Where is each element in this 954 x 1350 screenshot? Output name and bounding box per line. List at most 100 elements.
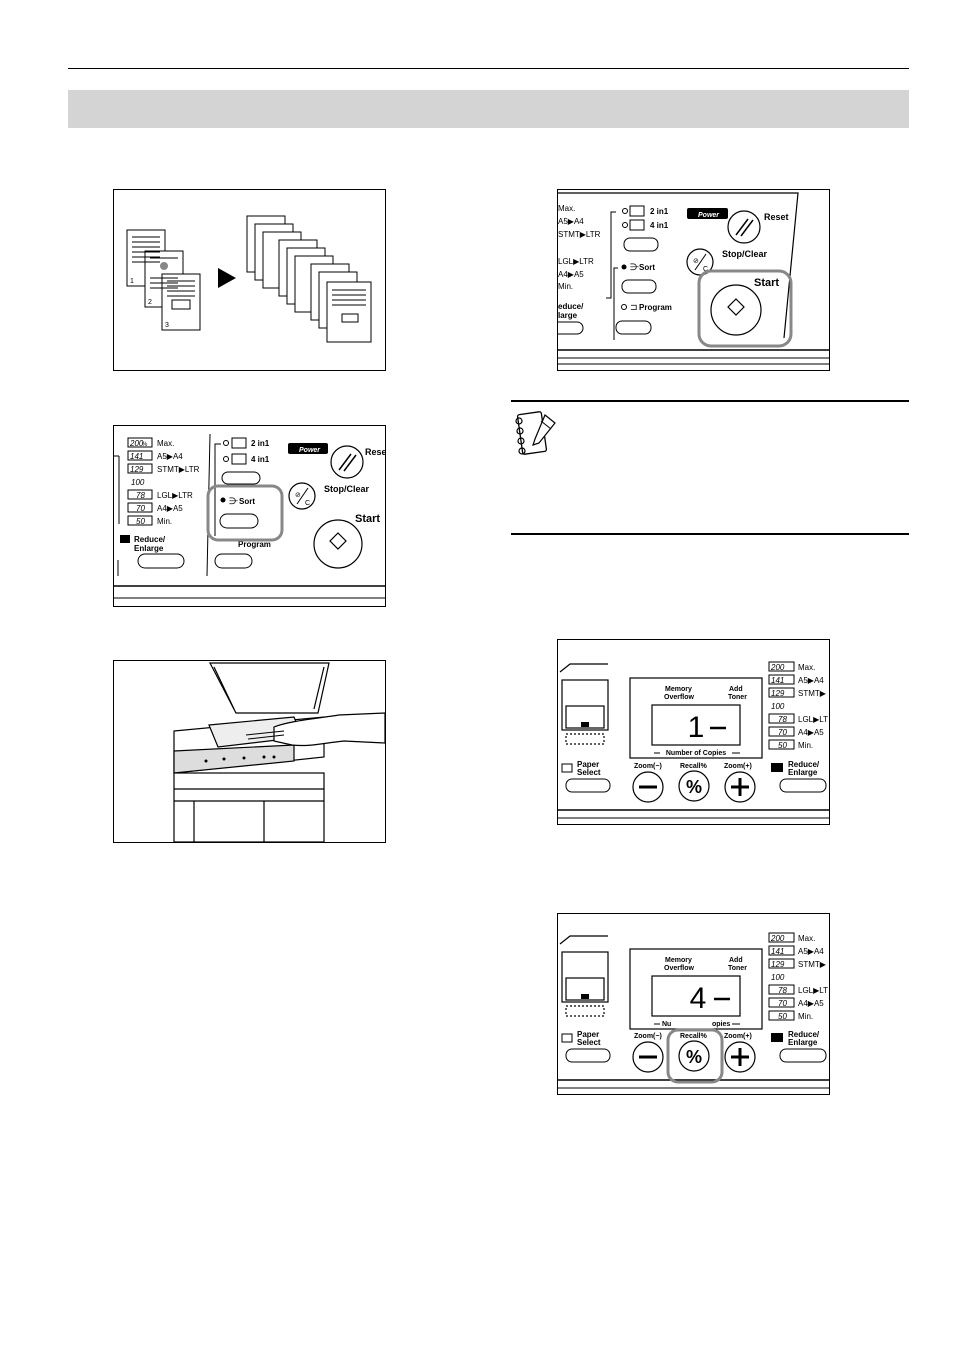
tray-icon [581, 994, 589, 999]
memory-label-1: Memory [665, 686, 692, 693]
page-mark-1: 1 [130, 278, 134, 285]
paper-select-button[interactable] [565, 778, 611, 793]
copies-label-partial-end: opies [712, 1021, 730, 1028]
panel-sort-figure: 200 % Max. 141 A5▶A4 129 STMT▶LTR 100 78… [113, 425, 386, 607]
stop-clear-label: Stop/Clear [324, 484, 370, 494]
page-mark-3: 3 [165, 322, 169, 329]
indicator-4in1 [622, 222, 628, 228]
a4a5-label: A4▶A5 [558, 270, 584, 279]
sort-indicator [220, 497, 226, 503]
size-pct-129: 129 [771, 960, 785, 969]
stop-icon: ⊘ [693, 258, 699, 265]
tray-icon [581, 722, 589, 727]
paper-select-button[interactable] [565, 1048, 611, 1063]
zoom-plus-label: Zoom(+) [724, 763, 752, 770]
memory-label-2: Overflow [664, 965, 695, 972]
program-button[interactable] [214, 553, 253, 569]
clear-icon: C [703, 266, 708, 273]
paper-label-1: Paper [577, 1030, 599, 1039]
size-pct-78: 78 [136, 491, 145, 500]
zoom-plus-button[interactable] [724, 771, 756, 803]
power-label: Power [698, 212, 720, 219]
page-mark-2: 2 [148, 299, 152, 306]
four-in-one-label: 4 in1 [650, 221, 669, 230]
reduce-enlarge-icon [771, 763, 783, 772]
start-button[interactable] [710, 284, 762, 336]
stop-clear-button[interactable] [686, 248, 714, 276]
start-highlight [697, 269, 793, 348]
two-in-one-label: 2 in1 [650, 207, 669, 216]
indicator-2in1 [223, 440, 229, 446]
size-label-a5a4: A5▶A4 [798, 676, 824, 685]
size-pct-141: 141 [771, 947, 784, 956]
toner-label-1: Add [729, 957, 743, 964]
display-figure-1: Memory Overflow Add Toner 1 Number of Co… [557, 639, 830, 825]
recall-label: Recall% [680, 1033, 708, 1040]
paper-label-2: Select [577, 768, 601, 777]
reduce-enlarge-button[interactable] [779, 1048, 827, 1063]
four-in-one-label: 4 in1 [251, 455, 270, 464]
zoom-plus-button[interactable] [724, 1041, 756, 1073]
program-label: Program [238, 540, 271, 549]
reset-button[interactable] [727, 210, 761, 244]
reduce-enlarge-button[interactable] [137, 553, 185, 569]
zoom-minus-label: Zoom(−) [634, 763, 662, 770]
size-pct-70: 70 [136, 504, 145, 513]
size-pct-78: 78 [778, 715, 787, 724]
size-label-min: Min. [157, 517, 172, 526]
memory-label-1: Memory [665, 957, 692, 964]
stop-clear-button[interactable] [288, 482, 316, 510]
indicator-2in1 [622, 208, 628, 214]
size-pct-141: 141 [130, 452, 143, 461]
note-bottom-rule [511, 533, 909, 535]
max-label: Max. [558, 204, 575, 213]
zoom-minus-button[interactable] [632, 1041, 664, 1073]
min-label: Min. [558, 282, 573, 291]
reduce-label-2: Enlarge [134, 544, 164, 553]
program-button[interactable] [615, 320, 652, 335]
reduce-enlarge-button[interactable] [558, 321, 584, 335]
size-label-lgl: LGL▶LT [798, 986, 828, 995]
toner-label-2: Toner [728, 694, 747, 701]
start-icon [727, 298, 745, 316]
reduce-label-2: Enlarge [788, 768, 818, 777]
start-button[interactable] [313, 519, 363, 569]
reduce-enlarge-button[interactable] [779, 778, 827, 793]
stmt-label: STMT▶LTR [558, 230, 601, 239]
size-pct-100: 100 [771, 702, 785, 711]
paper-icon [561, 1033, 573, 1043]
combine-button[interactable] [221, 471, 261, 485]
sort-label: Sort [639, 263, 655, 272]
stop-icon: ⊘ [295, 492, 301, 499]
size-label-a5a4: A5▶A4 [157, 452, 183, 461]
top-rule [68, 68, 909, 69]
program-indicator [621, 304, 627, 310]
size-pct-129: 129 [771, 689, 785, 698]
size-label-lgl: LGL▶LTR [157, 491, 193, 500]
note-top-rule [511, 400, 909, 402]
clear-icon: C [305, 500, 310, 507]
sort-button[interactable] [219, 513, 259, 529]
copy-count: 4 [690, 982, 707, 1015]
recall-button[interactable] [678, 770, 710, 802]
arrow-icon [218, 268, 236, 288]
zoom-minus-button[interactable] [632, 771, 664, 803]
size-label-max: Max. [157, 439, 174, 448]
recall-button[interactable] [678, 1040, 710, 1072]
sort-label: Sort [239, 497, 255, 506]
combine-button[interactable] [623, 237, 659, 252]
size-label-a4a5: A4▶A5 [157, 504, 183, 513]
indicator-4in1 [223, 456, 229, 462]
size-pct-100: 100 [131, 478, 145, 487]
recall-label: Recall% [680, 763, 708, 770]
copies-label-partial: Nu [662, 1021, 671, 1028]
lgl-label: LGL▶LTR [558, 257, 594, 266]
copy-count: 1 [688, 711, 705, 744]
sort-button[interactable] [621, 279, 657, 294]
reset-button[interactable] [330, 445, 364, 479]
reset-label: Reset [764, 212, 789, 222]
stop-clear-label: Stop/Clear [722, 249, 768, 259]
power-indicator [687, 208, 728, 219]
size-pct-129: 129 [130, 465, 144, 474]
reduce-enlarge-icon [771, 1033, 783, 1042]
